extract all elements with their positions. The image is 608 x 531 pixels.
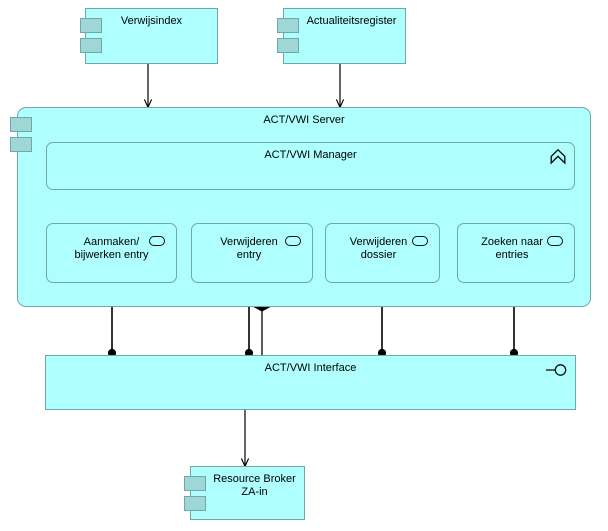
component-tabs-icon (80, 38, 102, 53)
component-act-vwi-manager-label: ACT/VWI Manager (264, 149, 357, 161)
service-rounded-rect-icon (285, 236, 301, 246)
service-rounded-rect-icon (149, 236, 165, 246)
service-rounded-rect-icon (547, 236, 563, 246)
provided-interface-lollipop-icon (546, 364, 567, 376)
component-actualiteitsregister[interactable]: Actualiteitsregister (283, 8, 406, 64)
component-tabs-icon (277, 18, 299, 33)
component-tabs-icon (10, 137, 32, 152)
component-tabs-icon (184, 496, 206, 511)
component-tabs-icon (80, 18, 102, 33)
service-rounded-rect-icon (412, 236, 428, 246)
component-verwijsindex[interactable]: Verwijsindex (85, 8, 218, 64)
service-aanmaken-bijwerken-entry[interactable]: Aanmaken/ bijwerken entry (46, 223, 177, 283)
chevron-up-icon (550, 148, 566, 165)
component-verwijsindex-label: Verwijsindex (120, 15, 183, 27)
component-resource-broker-za-in-label: Resource Broker ZA-in (213, 473, 296, 498)
service-verwijderen-entry[interactable]: Verwijderen entry (191, 223, 313, 283)
service-verwijderen-dossier[interactable]: Verwijderen dossier (325, 223, 440, 283)
component-act-vwi-manager[interactable]: ACT/VWI Manager (46, 142, 575, 190)
component-resource-broker-za-in[interactable]: Resource Broker ZA-in (190, 466, 305, 520)
component-tabs-icon (184, 476, 206, 491)
component-tabs-icon (277, 38, 299, 53)
component-actualiteitsregister-label: Actualiteitsregister (306, 15, 397, 27)
interface-act-vwi-interface[interactable]: ACT/VWI Interface (45, 355, 576, 410)
interface-act-vwi-interface-label: ACT/VWI Interface (264, 362, 357, 374)
component-tabs-icon (10, 117, 32, 132)
service-zoeken-naar-entries[interactable]: Zoeken naar entries (457, 223, 575, 283)
component-act-vwi-server-label: ACT/VWI Server (263, 114, 345, 126)
